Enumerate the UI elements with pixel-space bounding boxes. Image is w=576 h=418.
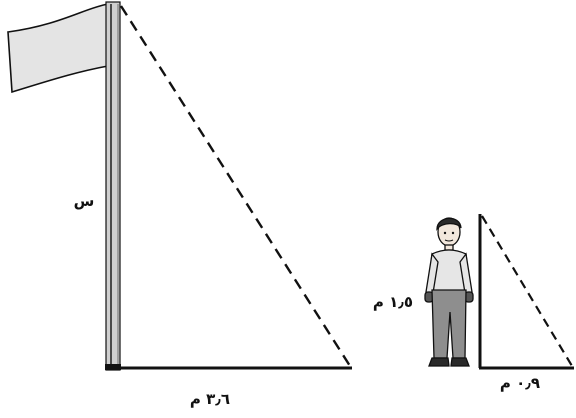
flagpole-height-label: س [74,192,95,210]
flag-icon [7,3,109,94]
person-height-label: ١٫٥ م [373,293,413,311]
flagpole-shadow-label: ٣٫٦ م [190,390,230,408]
standing-person-icon [424,217,474,367]
flagpole [105,1,121,371]
flagpole-sun-ray [119,5,352,367]
person-sun-ray [481,215,573,367]
person-shadow-label: ٠٫٩ م [500,374,540,392]
